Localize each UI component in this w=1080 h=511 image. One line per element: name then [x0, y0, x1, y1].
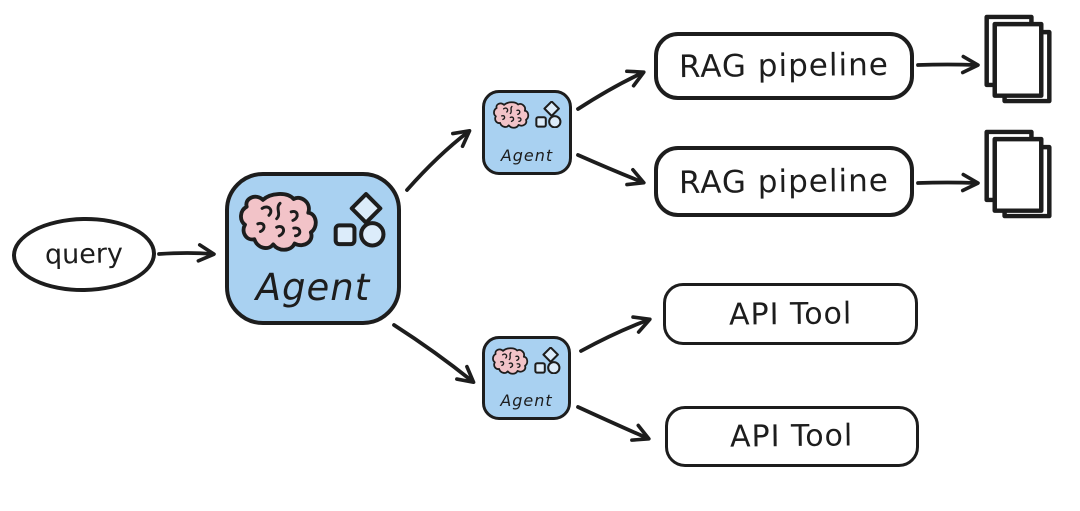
rag-pipeline-top-label: RAG pipeline	[678, 46, 890, 86]
main-agent-label: Agent	[255, 266, 371, 309]
shapes-cluster-icon	[534, 101, 561, 128]
sub-agent-top-label: Agent	[500, 146, 554, 165]
edge-main-agent-to-sub-agent-bottom	[392, 323, 476, 385]
brain-icon	[492, 347, 529, 375]
edge-rag-pipeline-bottom-to-documents-bottom	[916, 172, 980, 193]
brain-icon	[492, 101, 529, 129]
edge-sub-agent-bottom-to-api-tool-top	[579, 315, 652, 353]
main-agent-icons	[239, 190, 387, 256]
node-main-agent: Agent	[225, 172, 401, 325]
node-api-tool-bottom: API Tool	[665, 406, 919, 467]
edge-rag-pipeline-top-to-documents-top	[916, 54, 980, 75]
documents-icon	[984, 129, 1052, 219]
node-sub-agent-bottom: Agent	[482, 336, 571, 420]
node-rag-pipeline-top: RAG pipeline	[654, 32, 914, 100]
query-label: query	[44, 238, 124, 271]
sub-agent-top-icons	[491, 101, 563, 130]
api-tool-top-label: API Tool	[728, 295, 853, 333]
edge-sub-agent-top-to-rag-pipeline-top	[576, 69, 646, 111]
node-rag-pipeline-bottom: RAG pipeline	[654, 146, 914, 217]
edge-sub-agent-bottom-to-api-tool-bottom	[576, 405, 651, 442]
edge-main-agent-to-sub-agent-top	[405, 128, 472, 192]
edge-query-to-main-agent	[157, 243, 216, 263]
sub-agent-bottom-label: Agent	[500, 391, 553, 410]
shapes-cluster-icon	[333, 192, 387, 248]
node-api-tool-top: API Tool	[663, 283, 918, 345]
edge-sub-agent-top-to-rag-pipeline-bottom	[576, 153, 646, 187]
node-sub-agent-top: Agent	[482, 90, 572, 175]
shapes-cluster-icon	[534, 347, 561, 374]
sub-agent-bottom-icons	[491, 347, 562, 376]
api-tool-bottom-label: API Tool	[730, 418, 854, 455]
brain-icon	[239, 192, 318, 252]
documents-icon	[984, 14, 1052, 104]
rag-pipeline-bottom-label: RAG pipeline	[678, 162, 890, 201]
